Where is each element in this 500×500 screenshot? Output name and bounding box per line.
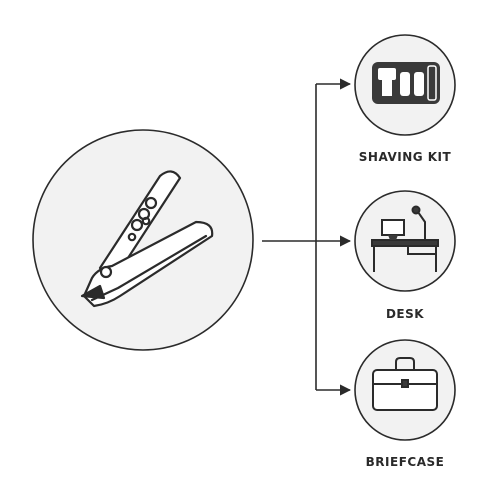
destination-label-shaving-kit: SHAVING KIT: [358, 150, 452, 164]
briefcase-icon: [372, 357, 438, 411]
shaving-kit-icon: [372, 62, 440, 104]
destination-node-shaving-kit: [354, 34, 456, 136]
nail-clipper-icon: [80, 170, 214, 308]
destination-node-desk: [354, 190, 456, 292]
destination-label-briefcase: BRIEFCASE: [365, 455, 445, 469]
connector-lines: [262, 78, 352, 396]
source-circle: [32, 129, 254, 351]
destination-node-briefcase: [354, 339, 456, 441]
desk-icon: [371, 205, 439, 272]
source-node: [32, 129, 254, 351]
destination-label-desk: DESK: [385, 307, 425, 321]
